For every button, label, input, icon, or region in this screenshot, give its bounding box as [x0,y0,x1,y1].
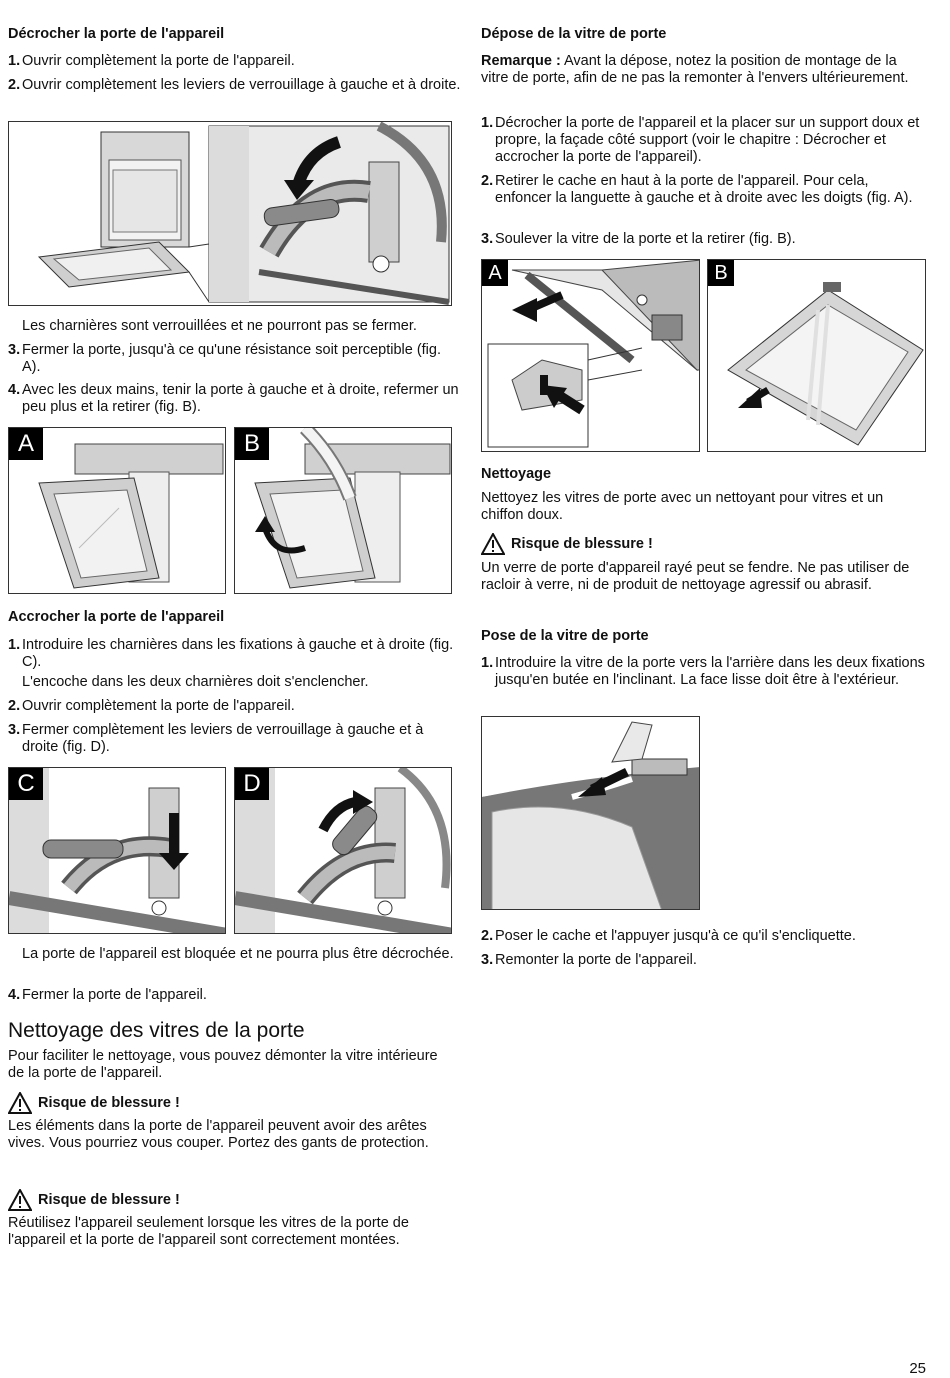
warning-triangle-icon [481,533,505,555]
list-item: 1. Décrocher la porte de l'appareil et l… [481,115,925,166]
list-item: 2. Ouvrir complètement les leviers de ve… [8,77,462,94]
arrow-icon [353,790,373,814]
list-item: 3. Remonter la porte de l'appareil. [481,952,925,969]
step-text: Introduire la vitre de la porte vers la … [495,655,925,688]
step-text: Fermer la porte, jusqu'à ce qu'une résis… [22,342,441,375]
list-item: 1. Ouvrir complètement la porte de l'app… [8,53,462,70]
step-text: Décrocher la porte de l'appareil et la p… [495,115,920,165]
step-number: 1. [8,637,21,653]
note-paragraph: Remarque : Avant la dépose, notez la pos… [481,53,923,87]
figure-d-lever-close: D [234,767,452,934]
list-item: 1. Introduire les charnières dans les fi… [8,637,462,671]
step-text: Poser le cache et l'appuyer jusqu'à ce q… [495,928,856,944]
warning-triangle-icon [8,1092,32,1114]
arrow-icon [578,777,606,797]
note-label: Remarque : [481,53,561,69]
step-text: Soulever la vitre de la porte et la reti… [495,231,796,247]
step-text: Ouvrir complètement les leviers de verro… [22,77,461,93]
list-item: 3. Fermer complètement les leviers de ve… [8,722,462,756]
figure-label: C [9,768,43,800]
figure-label: A [9,428,43,460]
section-title-decrocher: Décrocher la porte de l'appareil [8,26,225,42]
section-title-pose: Pose de la vitre de porte [481,628,649,644]
step-text: Introduire les charnières dans les fixat… [22,637,454,670]
step-number: 2. [8,698,21,714]
step-text: Remonter la porte de l'appareil. [495,952,697,968]
step-text: Fermer complètement les leviers de verro… [22,722,424,755]
figure-glass-insert [481,716,700,910]
cleaning-text: Nettoyez les vitres de porte avec un net… [481,490,884,523]
warning-text: Un verre de porte d'appareil rayé peut s… [481,560,910,593]
step-text: Avec les deux mains, tenir la porte à ga… [22,382,459,415]
step-number: 2. [8,77,21,93]
list-item: 4. Avec les deux mains, tenir la porte à… [8,382,462,416]
step-number: 1. [481,655,494,671]
figure-label: B [708,260,734,286]
arrow-icon [738,388,762,408]
arrow-icon [159,853,189,870]
warning-heading: Risque de blessure ! [8,1092,180,1114]
note-text: Avant la dépose, notez la position de mo… [481,53,909,86]
step-note: L'encoche dans les deux charnières doit … [22,674,369,690]
warning-text: Réutilisez l'appareil seulement lorsque … [8,1215,409,1248]
step-number: 1. [481,115,494,131]
warning-heading: Risque de blessure ! [8,1189,180,1211]
step-text: Ouvrir complètement la porte de l'appare… [22,698,295,714]
list-item: 2. Ouvrir complètement la porte de l'app… [8,698,462,715]
figure-label: A [482,260,508,286]
arrow-icon [512,298,537,322]
step-number: 3. [481,231,494,247]
list-item: 3. Fermer la porte, jusqu'à ce qu'une ré… [8,342,462,376]
page-number: 25 [909,1360,926,1377]
section-title-nettoyage: Nettoyage [481,466,552,482]
figure-a-cover-remove: A [481,259,700,452]
intro-text: Pour faciliter le nettoyage, vous pouvez… [8,1048,438,1081]
step-number: 3. [481,952,494,968]
step-text: Retirer le cache en haut à la porte de l… [495,173,913,206]
warning-text: Les éléments dans la porte de l'appareil… [8,1118,429,1151]
arrow-icon [542,385,567,408]
figure-label: B [235,428,269,460]
section-title-accrocher: Accrocher la porte de l'appareil [8,609,225,625]
arrow-icon [255,516,275,532]
list-item: 2. Retirer le cache en haut à la porte d… [481,173,925,207]
step-text: Ouvrir complètement la porte de l'appare… [22,53,295,69]
warning-triangle-icon [8,1189,32,1211]
figure-label: D [235,768,269,800]
step-number: 4. [8,382,21,398]
figure-b-glass-lift: B [707,259,926,452]
step-number: 1. [8,53,21,69]
list-item: 3. Soulever la vitre de la porte et la r… [481,231,925,248]
step-number: 2. [481,173,494,189]
section-heading-nettoyage-vitres: Nettoyage des vitres de la porte [8,1019,305,1042]
list-item: 4. Fermer la porte de l'appareil. [8,987,462,1004]
figure-a-door-close: A [8,427,226,594]
list-item: 1. Introduire la vitre de la porte vers … [481,655,925,689]
warning-heading: Risque de blessure ! [481,533,653,555]
step-number: 2. [481,928,494,944]
figure-b-door-remove: B [234,427,452,594]
step-number: 3. [8,342,21,358]
result-text: La porte de l'appareil est bloquée et ne… [22,946,454,962]
figure-door-unhook [8,121,452,306]
arrow-icon [284,180,314,200]
step-number: 3. [8,722,21,738]
figure-c-hinge-insert: C [8,767,226,934]
step-number: 4. [8,987,21,1003]
result-text: Les charnières sont verrouillées et ne p… [22,318,417,334]
section-title-depose: Dépose de la vitre de porte [481,26,667,42]
list-item: 2. Poser le cache et l'appuyer jusqu'à c… [481,928,925,945]
step-text: Fermer la porte de l'appareil. [22,987,207,1003]
